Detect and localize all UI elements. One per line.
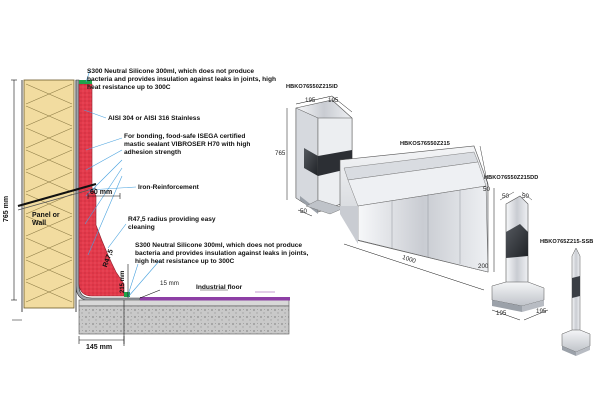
dim-corner-foot: 50: [300, 208, 307, 215]
product-code-corner-outer: HBKO76550Z215DD: [484, 175, 539, 181]
callout-mastic-sealant: For bonding, food-safe ISEGA certified m…: [124, 133, 251, 156]
dim-width-145: 145 mm: [86, 344, 113, 351]
product-straight: [339, 145, 495, 291]
product-corner-inner: [286, 95, 353, 217]
dim-outer-top: 50: [502, 193, 509, 200]
product-code-straight: HBKOS76550Z215: [400, 141, 450, 147]
label-panel-or-wall: Panel or Wall: [32, 212, 60, 228]
silicone-bottom-marker: [124, 292, 130, 297]
product-corner-outer: [491, 191, 549, 321]
callout-silicone-bottom: S300 Neutral Silicone 300ml, which does …: [135, 242, 309, 265]
floor-membrane: [140, 297, 290, 301]
concrete-slab: [78, 305, 290, 335]
dim-depth-60: 60 mm: [90, 189, 113, 196]
dim-straight-height: 200: [478, 263, 489, 270]
dim-outer-top-b: 50: [522, 193, 529, 200]
cross-section: [11, 69, 290, 346]
product-code-end-spike: HBKO765Z215-SSB: [540, 239, 594, 245]
iron-rod: [17, 182, 97, 208]
dim-corner-top-a: 195: [305, 97, 316, 104]
dim-gap-15: 15 mm: [160, 280, 179, 287]
dim-outer-base-a: 195: [496, 310, 507, 317]
callout-silicone-top: S300 Neutral Silicone 300ml, which does …: [87, 68, 277, 91]
mastic-sealant: [78, 83, 125, 297]
dim-corner-top-b: 195: [328, 97, 339, 104]
dim-corner-height: 765: [275, 150, 286, 157]
product-end-spike: [561, 247, 591, 356]
product-code-corner-inner: HBKO76550Z215ID: [286, 84, 338, 90]
callout-iron-reinforcement: Iron-Reinforcement: [138, 184, 199, 191]
industrial-floor-top: [78, 299, 290, 307]
dim-outer-base-b: 195: [536, 308, 547, 315]
wall-panel: [23, 79, 75, 309]
dim-height-765: 765 mm: [3, 195, 10, 222]
dimension-lines: [11, 79, 161, 346]
callout-stainless-steel: AISI 304 or AISI 316 Stainless: [108, 115, 201, 122]
dim-straight-top: 50: [483, 186, 490, 193]
silicone-top-marker: [79, 80, 92, 84]
dim-height-215: 215 mm: [120, 270, 126, 293]
callout-industrial-floor: Industrial floor: [196, 284, 243, 291]
callout-radius: R47,5 radius providing easy cleaning: [128, 216, 216, 231]
